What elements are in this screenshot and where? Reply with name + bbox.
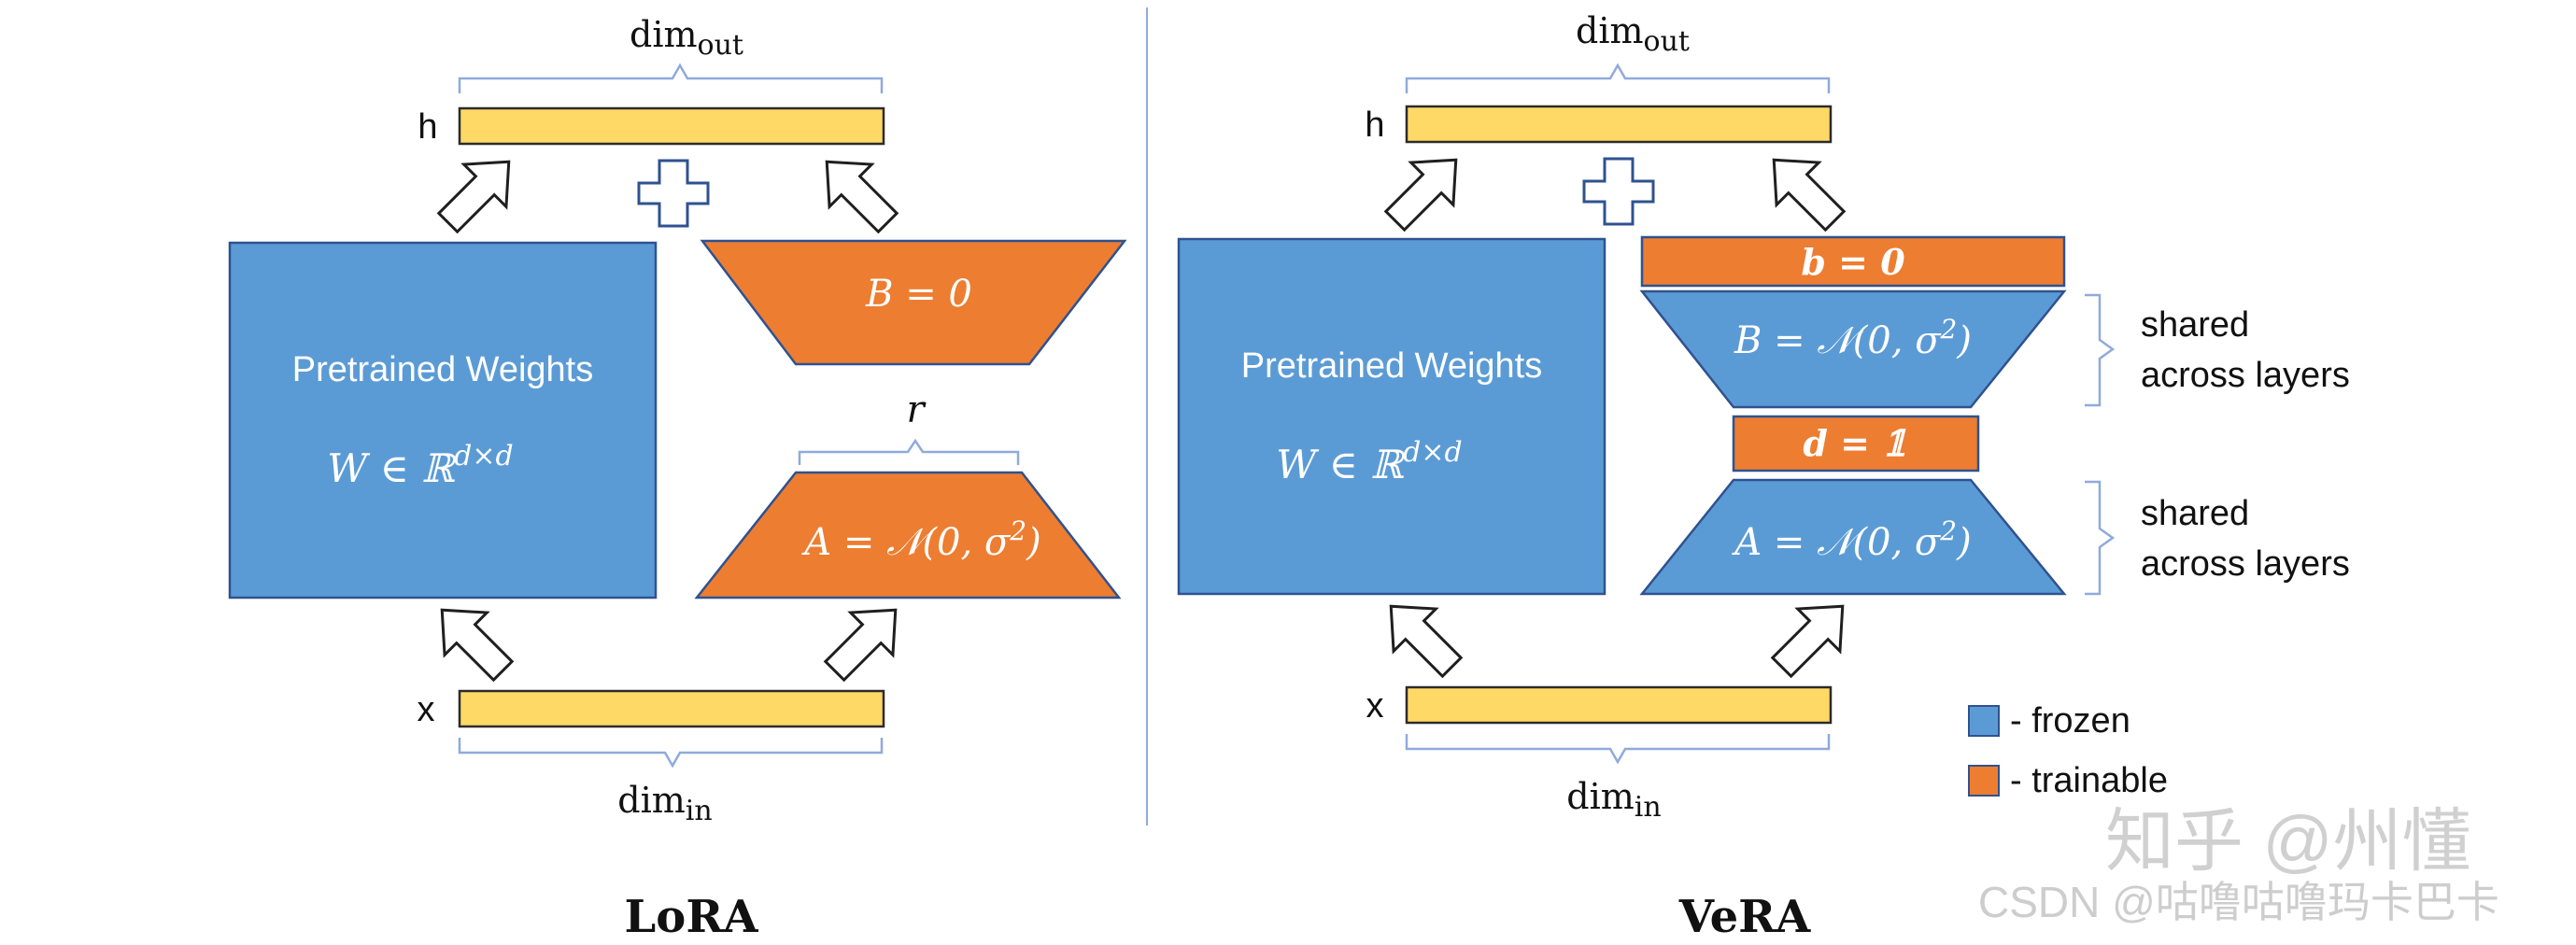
vera-dim-out-brace (1405, 63, 1831, 93)
lora-arrow-x-to-a-icon (812, 587, 918, 694)
lora-rank-label: r (906, 388, 927, 431)
lora-pretrained-weights-block (228, 241, 658, 599)
lora-pretrained-title: Pretrained Weights (292, 350, 593, 389)
legend-trainable-label: - trainable (2010, 761, 2168, 800)
vera-vector-b (1640, 235, 2066, 288)
lora-arrow-x-to-w-icon (419, 587, 526, 694)
vera-vector-b-label: b = 0 (1801, 241, 1905, 283)
vera-h-label: h (1365, 106, 1384, 145)
vera-arrow-w-to-h-icon (1372, 137, 1479, 244)
vera-x-vector (1405, 685, 1833, 725)
vera-pretrained-title: Pretrained Weights (1241, 346, 1542, 386)
vera-shared-a-brace (2085, 480, 2116, 596)
zhihu-watermark: 知乎 @州懂 (2105, 802, 2471, 880)
lora-plus-icon (637, 159, 710, 228)
vera-panel: dimout h Pretrained Weights W ∈ ℝd×d b =… (1177, 10, 2350, 943)
csdn-watermark: CSDN @咕噜咕噜玛卡巴卡 (1978, 878, 2499, 926)
lora-arrow-b-to-h-icon (804, 139, 911, 246)
vera-dim-in-brace (1405, 734, 1831, 765)
vera-matrix-b-label: B = 𝒩(0, σ2) (1734, 314, 1972, 362)
vera-matrix-a (1639, 478, 2067, 596)
lora-matrix-a-label: A = 𝒩(0, σ2) (800, 515, 1040, 564)
lora-matrix-b (700, 239, 1127, 366)
vera-arrow-x-to-w-icon (1368, 584, 1475, 690)
legend-frozen-label: - frozen (2010, 701, 2130, 740)
lora-panel: dimout h Pretrained Weights W ∈ ℝd×d B =… (228, 14, 1127, 943)
lora-dim-out-label: dimout (630, 14, 743, 62)
vera-shared-b-brace (2085, 293, 2116, 407)
vera-x-label: x (1366, 686, 1384, 726)
vera-matrix-b (1639, 289, 2067, 409)
lora-x-label: x (418, 690, 435, 729)
vera-arrow-b-to-h-icon (1751, 137, 1858, 244)
vera-pretrained-weights-block (1177, 237, 1606, 596)
legend: - frozen - trainable (1968, 701, 2168, 800)
vera-plus-icon (1582, 157, 1655, 226)
lora-matrix-b-label: B = 0 (865, 273, 972, 316)
lora-dim-in-label: dimin (617, 780, 712, 827)
lora-pretrained-formula: W ∈ ℝd×d (327, 440, 513, 491)
vera-vector-d (1732, 415, 1980, 472)
legend-trainable-swatch (1968, 765, 2000, 797)
legend-frozen-swatch (1968, 705, 2000, 737)
vera-vector-d-label: d = 𝟙 (1803, 422, 1906, 464)
lora-dim-in-brace (458, 738, 884, 769)
vera-pretrained-formula: W ∈ ℝd×d (1276, 436, 1462, 487)
lora-x-vector (458, 689, 885, 728)
vera-dim-in-label: dimin (1566, 776, 1661, 824)
lora-title: LoRA (625, 891, 759, 943)
lora-h-label: h (418, 107, 437, 147)
vera-title: VeRA (1678, 891, 1811, 943)
lora-matrix-a (694, 471, 1122, 599)
vera-matrix-a-label: A = 𝒩(0, σ2) (1731, 515, 1971, 564)
lora-h-vector (458, 106, 885, 146)
lora-dim-out-brace (458, 63, 884, 93)
lora-arrow-w-to-h-icon (425, 139, 531, 246)
vera-h-vector (1405, 105, 1833, 144)
lora-rank-brace (798, 438, 1020, 465)
vera-arrow-x-to-a-icon (1759, 584, 1865, 690)
vera-dim-out-label: dimout (1576, 10, 1690, 58)
